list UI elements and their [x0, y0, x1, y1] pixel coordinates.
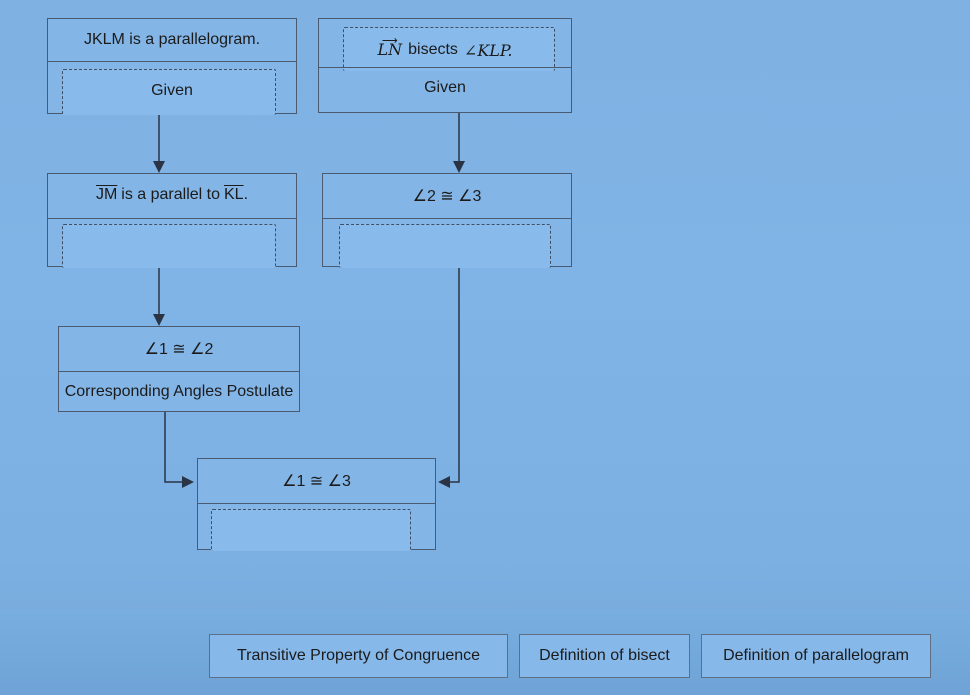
arrow-b5-b6 [164, 412, 194, 488]
tile-transitive-property[interactable]: Transitive Property of Congruence [209, 634, 508, 678]
statement-slot-2[interactable] [343, 27, 555, 71]
proof-box-4: ∠2 ≅ ∠3 [322, 173, 572, 268]
statement-4: ∠2 ≅ ∠3 [412, 188, 482, 205]
statement-6: ∠1 ≅ ∠3 [282, 473, 351, 490]
proof-box-3: JM is a parallel to KL . [47, 173, 297, 268]
tile-definition-of-parallelogram[interactable]: Definition of parallelogram [701, 634, 931, 678]
vector-ln: ⟶ LN [377, 35, 403, 60]
proof-box-5: ∠1 ≅ ∠2 Corresponding Angles Postulate [58, 326, 300, 412]
arrow-b4-b6 [438, 268, 460, 488]
reason-5: Corresponding Angles Postulate [64, 383, 294, 400]
reason-2: Given [424, 79, 466, 96]
reason-slot-1[interactable] [62, 69, 276, 115]
statement-3-text: is a parallel to [121, 186, 220, 203]
statement-1: JKLM is a parallelogram. [83, 31, 261, 48]
vector-arrow-icon: ⟶ [381, 35, 398, 47]
statement-3: JM is a parallel to KL . [48, 174, 296, 216]
statement-2-angle: ∠KLP. [463, 40, 513, 60]
statement-3-period: . [243, 186, 249, 203]
proof-box-2: ⟶ LN bisects ∠KLP. Given [318, 18, 572, 113]
tile-definition-of-bisect[interactable]: Definition of bisect [519, 634, 690, 678]
proof-box-1: JKLM is a parallelogram. Given [47, 18, 297, 115]
segment-kl: KL [224, 186, 244, 203]
reason-1: Given [151, 82, 193, 99]
proof-box-6: ∠1 ≅ ∠3 [197, 458, 436, 551]
reason-slot-4[interactable] [339, 224, 551, 268]
statement-2: ⟶ LN bisects ∠KLP. [319, 33, 571, 67]
statement-2-text: bisects [408, 41, 458, 58]
reason-slot-3[interactable] [62, 224, 276, 268]
statement-5: ∠1 ≅ ∠2 [144, 341, 214, 358]
segment-jm: JM [95, 186, 118, 203]
reason-slot-6[interactable] [211, 509, 411, 551]
